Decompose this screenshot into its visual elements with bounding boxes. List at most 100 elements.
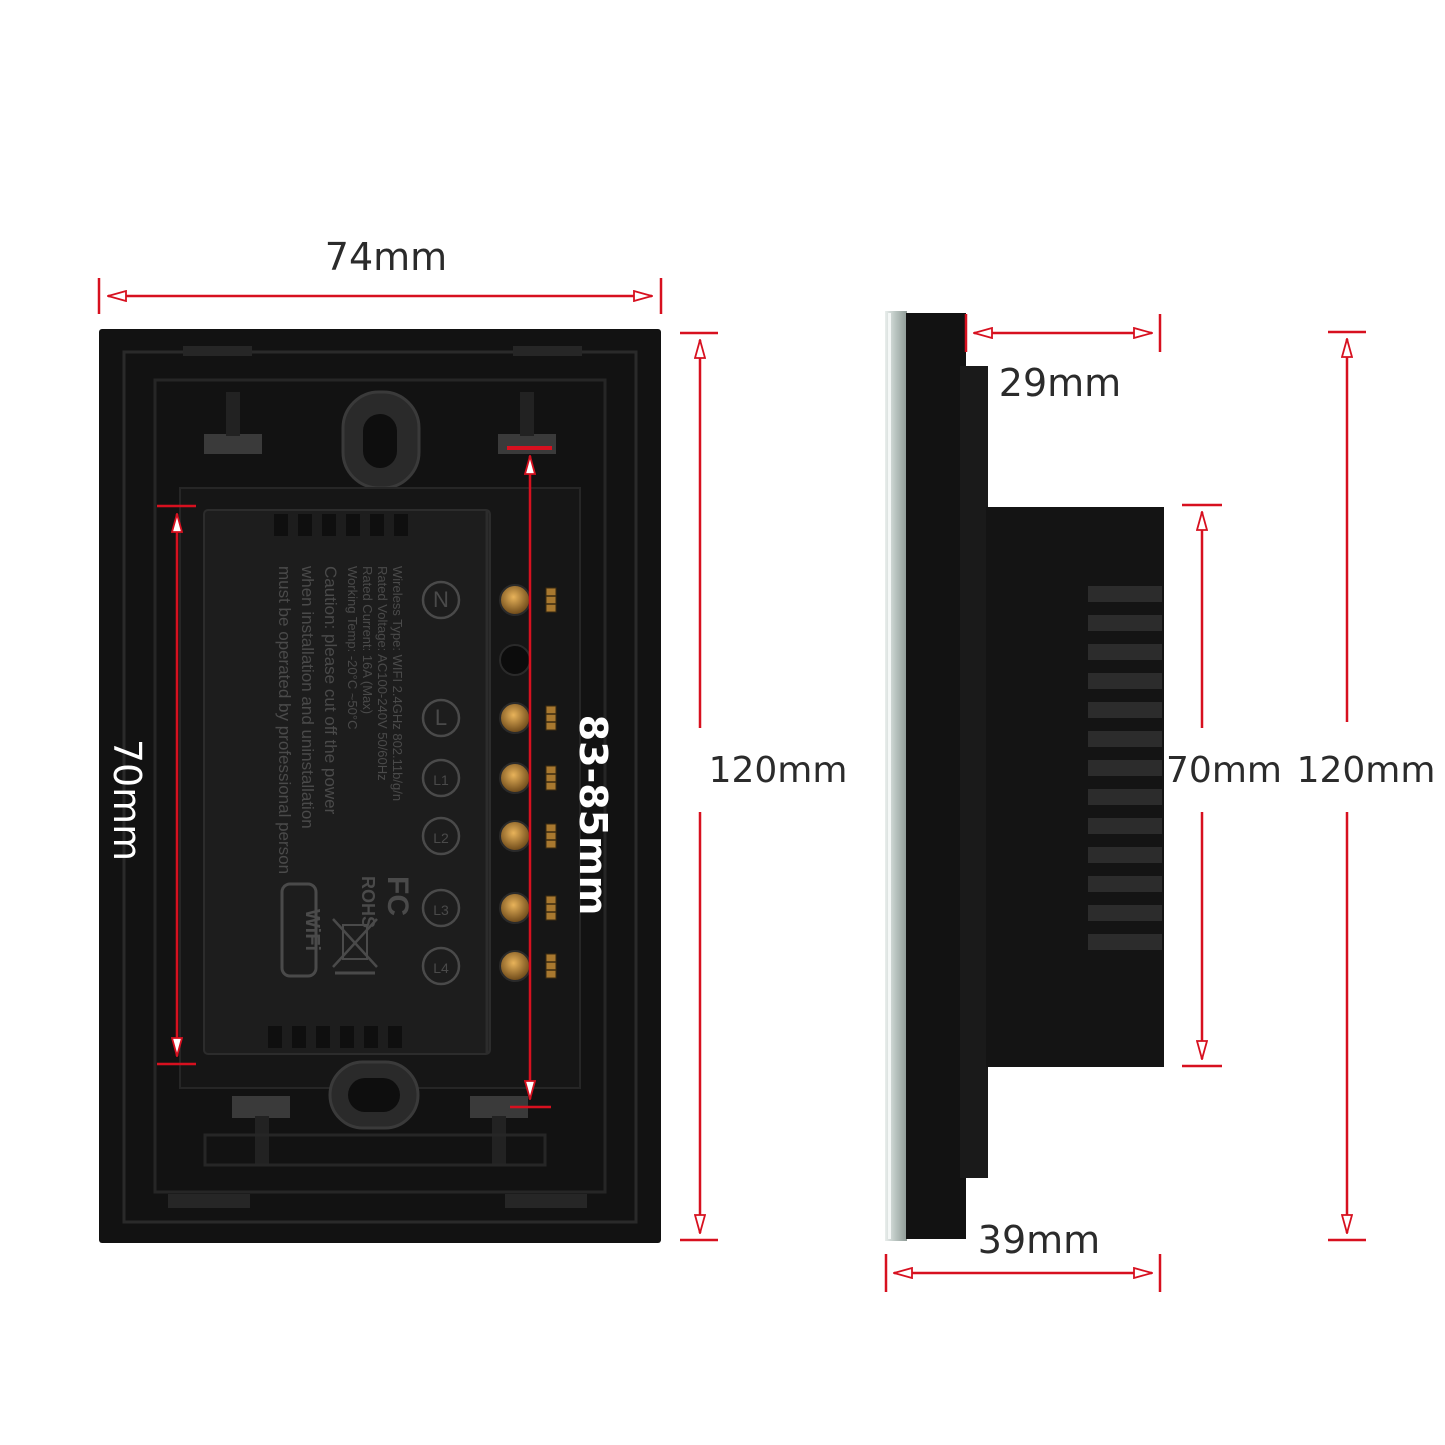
terminal-label: L1	[433, 772, 449, 788]
terminal-ring	[421, 888, 461, 928]
label-side-depth-back: 29mm	[999, 361, 1121, 405]
side-vent-slot	[1088, 760, 1162, 776]
switch-side-view	[885, 311, 1164, 1241]
spec-line-2: Rated Voltage: AC100-240V 50/60Hz	[375, 566, 390, 781]
dimension-labels: 74mm 120mm 29mm 39mm 70mm 120mm 70mm 83-…	[105, 235, 1435, 1262]
top-rib-right	[513, 346, 582, 356]
label-slot	[370, 514, 384, 536]
wifi-badge: WiFi	[280, 882, 323, 978]
terminal-ring	[421, 758, 461, 798]
label-slot	[274, 514, 288, 536]
label-slot	[394, 514, 408, 536]
terminal-ring	[421, 946, 461, 986]
side-vent-slot	[1088, 615, 1162, 631]
spec-line-6: when installation and uninstallation	[298, 565, 317, 829]
label-slot	[268, 1026, 282, 1048]
terminal-ring	[421, 816, 461, 856]
side-vent-slot	[1088, 876, 1162, 892]
inner-frame	[153, 378, 607, 1194]
side-vent-slot	[1088, 905, 1162, 921]
label-module-height: 70mm	[105, 739, 149, 861]
label-slot	[388, 1026, 402, 1048]
terminal-label: L	[435, 705, 447, 730]
label-side-height: 120mm	[1297, 750, 1436, 791]
label-slot	[292, 1026, 306, 1048]
side-vent-slot	[1088, 847, 1162, 863]
side-vent-slot	[1088, 818, 1162, 834]
bottom-rib-left	[168, 1194, 250, 1208]
plate-border	[122, 350, 638, 1224]
terminal-label: N	[433, 587, 449, 612]
label-plate	[203, 509, 491, 1055]
terminal-screw	[499, 702, 531, 734]
fc-mark: FC	[381, 876, 414, 916]
terminal-contact	[545, 953, 557, 979]
side-vent-slots	[1088, 586, 1162, 950]
side-vent-slot	[1088, 586, 1162, 602]
terminal-screw	[499, 892, 531, 924]
label-slot	[346, 514, 360, 536]
label-front-height: 120mm	[709, 750, 848, 791]
bottom-clip-right	[470, 1096, 528, 1118]
bottom-frame	[203, 1133, 547, 1167]
dimension-annotations	[97, 278, 1366, 1292]
spec-line-5: Caution: please cut off the power	[321, 566, 340, 815]
label-slot	[316, 1026, 330, 1048]
label-top-slots	[274, 514, 408, 536]
top-clip-left-base	[226, 392, 240, 436]
side-vent-slot	[1088, 789, 1162, 805]
label-side-depth-total: 39mm	[978, 1218, 1100, 1262]
label-front-width: 74mm	[325, 235, 447, 279]
terminal-screw	[499, 644, 531, 676]
terminal-ring	[421, 580, 461, 620]
bottom-rib-right	[505, 1194, 587, 1208]
bottom-clip-right-base	[492, 1116, 506, 1166]
label-mount-spacing: 83-85mm	[571, 715, 615, 916]
terminal-screw	[499, 584, 531, 616]
screw-slot-top-hole	[363, 414, 397, 468]
bottom-clip-left-base	[255, 1116, 269, 1166]
terminal-contact	[545, 705, 557, 731]
terminal-screw	[499, 762, 531, 794]
label-slot	[364, 1026, 378, 1048]
label-slot	[298, 514, 312, 536]
side-vent-slot	[1088, 702, 1162, 718]
label-side-module-height: 70mm	[1166, 750, 1282, 791]
screw-slot-bottom-hole	[348, 1078, 400, 1112]
label-slot	[340, 1026, 354, 1048]
switch-back-view: Wireless Type: WIFI 2.4GHz 802.11b/g/n R…	[99, 329, 661, 1243]
glass-panel-highlight	[888, 313, 891, 1239]
top-clip-right	[498, 434, 556, 454]
bottom-clip-left	[232, 1096, 290, 1118]
spec-line-1: Wireless Type: WIFI 2.4GHz 802.11b/g/n	[390, 566, 405, 801]
terminal-label: L3	[433, 902, 449, 918]
terminal-contact	[545, 823, 557, 849]
terminal-ring	[421, 698, 461, 738]
terminal-screw	[499, 950, 531, 982]
wifi-mark: WiFi	[301, 909, 323, 951]
terminal-label: L4	[433, 960, 449, 976]
top-clip-right-base	[520, 392, 534, 436]
label-bottom-slots	[268, 1026, 402, 1048]
side-vent-slot	[1088, 673, 1162, 689]
terminal-contact	[545, 587, 557, 613]
side-vent-slot	[1088, 934, 1162, 950]
certification-marks: FC ROHS WiFi	[280, 876, 414, 978]
terminal-contact	[545, 765, 557, 791]
spec-line-4: Working Temp: -20°C ~50°C	[345, 566, 360, 729]
side-vent-slot	[1088, 644, 1162, 660]
terminal-screw	[499, 820, 531, 852]
side-vent-slot	[1088, 731, 1162, 747]
top-rib-left	[183, 346, 252, 356]
terminal-label: L2	[433, 830, 449, 846]
side-frame	[906, 313, 966, 1239]
label-slot	[322, 514, 336, 536]
top-clip-left	[204, 434, 262, 454]
side-step	[960, 366, 988, 1178]
terminal-contact	[545, 895, 557, 921]
spec-line-7: must be operated by professional person	[275, 566, 294, 874]
spec-line-3: Rated Current: 16A (Max)	[360, 566, 375, 714]
weee-bin-icon	[332, 918, 378, 975]
